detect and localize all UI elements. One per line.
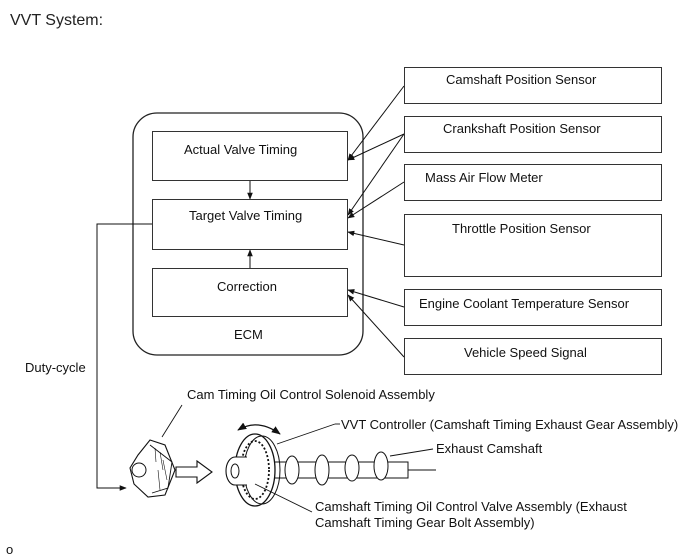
- vvt-controller-label: VVT Controller (Camshaft Timing Exhaust …: [341, 417, 679, 432]
- camshaft-drawing: [225, 422, 436, 513]
- input-crankshaft-position-sensor: Crankshaft Position Sensor: [404, 116, 662, 153]
- input-engine-coolant-temperature-sensor: Engine Coolant Temperature Sensor: [404, 289, 662, 326]
- input-label: Engine Coolant Temperature Sensor: [419, 296, 630, 311]
- ocv-label-line2: Camshaft Timing Gear Bolt Assembly): [315, 515, 535, 530]
- input-mass-air-flow-meter: Mass Air Flow Meter: [404, 164, 662, 201]
- ecm-label: ECM: [234, 327, 263, 342]
- arrow-coolant: [347, 289, 405, 308]
- input-label: Vehicle Speed Signal: [464, 345, 587, 360]
- ecm-outline: [132, 112, 364, 356]
- exhaust-camshaft-label: Exhaust Camshaft: [436, 441, 543, 456]
- duty-cycle-label: Duty-cycle: [25, 360, 86, 375]
- actual-valve-timing-label: Actual Valve Timing: [184, 142, 298, 157]
- arrow-crank-sensor-b: [347, 133, 405, 216]
- correction-label: Correction: [217, 279, 277, 294]
- input-camshaft-position-sensor: Camshaft Position Sensor: [404, 67, 662, 104]
- solenoid-label: Cam Timing Oil Control Solenoid Assembly: [187, 387, 435, 402]
- target-valve-timing-label: Target Valve Timing: [189, 208, 303, 223]
- arrow-cam-sensor: [347, 85, 405, 161]
- target-valve-timing-box: Target Valve Timing: [152, 199, 348, 250]
- duty-cycle-line: [96, 223, 152, 491]
- ocv-label-line1: Camshaft Timing Oil Control Valve Assemb…: [315, 499, 627, 514]
- input-label: Mass Air Flow Meter: [425, 170, 543, 185]
- actual-valve-timing-box: Actual Valve Timing: [152, 131, 348, 181]
- input-throttle-position-sensor: Throttle Position Sensor: [404, 214, 662, 277]
- arrow-maf: [347, 181, 405, 219]
- arrow-throttle: [347, 230, 405, 246]
- input-vehicle-speed-signal: Vehicle Speed Signal: [404, 338, 662, 375]
- solenoid-drawing: [129, 404, 183, 498]
- page-title: VVT System:: [10, 12, 104, 29]
- arrow-crank-sensor-a: [347, 133, 405, 161]
- correction-box: Correction: [152, 268, 348, 317]
- hollow-arrow: [175, 459, 213, 485]
- input-label: Camshaft Position Sensor: [446, 72, 597, 87]
- arrow-speed: [347, 294, 405, 358]
- footer-mark: o: [6, 542, 14, 557]
- input-label: Throttle Position Sensor: [452, 221, 591, 236]
- input-label: Crankshaft Position Sensor: [443, 121, 601, 136]
